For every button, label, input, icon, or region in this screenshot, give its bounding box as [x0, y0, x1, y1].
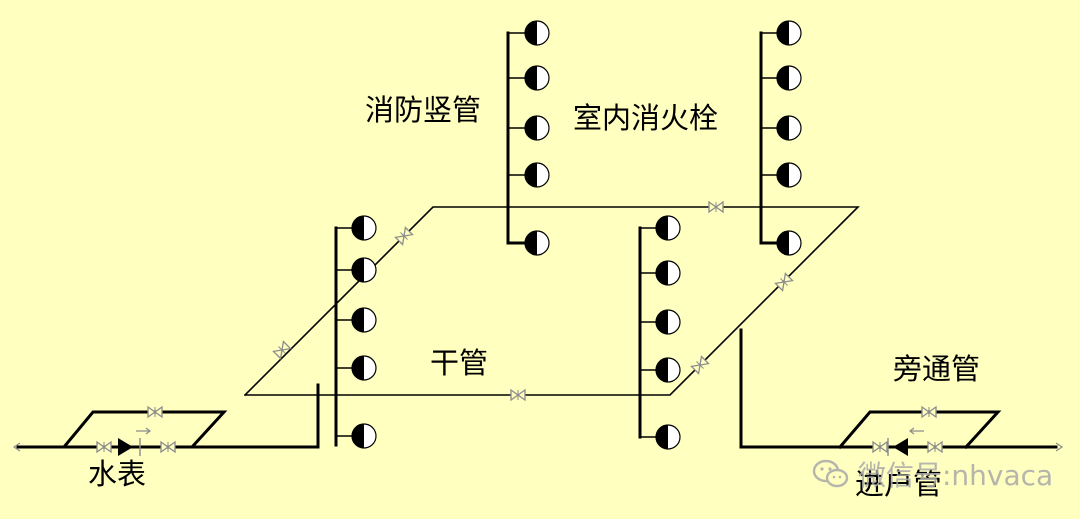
fire-hydrant-icon	[524, 230, 550, 256]
gate-valve-icon	[394, 226, 414, 246]
fire-hydrant-icon	[524, 115, 550, 141]
inlet-pipe-left	[16, 393, 320, 449]
watermark-text: 微信号:nhvaca	[858, 459, 1054, 492]
fire-hydrant-icon	[655, 309, 681, 335]
check-valve-icon	[893, 438, 908, 456]
pipe-end-icon	[1055, 442, 1064, 452]
bypass-pipe	[837, 410, 1002, 450]
fire-hydrant-icon	[351, 423, 377, 449]
meter-label: 水表	[88, 457, 147, 491]
fire-hydrant-icon	[524, 162, 550, 188]
gate-valve-icon	[272, 340, 292, 360]
fire-riser-pipe	[506, 31, 527, 245]
gate-valve-icon	[872, 440, 888, 454]
gate-valve-icon	[921, 405, 937, 419]
gate-valve-icon	[774, 272, 794, 292]
gate-valve-icon	[96, 440, 112, 454]
fire-hydrant-icon	[655, 357, 681, 383]
fire-hydrant-icon	[351, 215, 377, 241]
main-pipe-label: 干管	[430, 346, 489, 380]
fire-hydrant-icon	[776, 230, 802, 256]
fire-hydrant-icon	[524, 20, 550, 46]
fire-hydrant-icon	[776, 20, 802, 46]
fire-hydrant-icon	[776, 115, 802, 141]
wechat-icon	[812, 459, 849, 488]
gate-valve-icon	[708, 200, 724, 214]
inlet-label: 进户管	[855, 467, 943, 501]
fire-hydrant-icon	[655, 424, 681, 450]
fire-hydrant-icon	[655, 260, 681, 286]
fire-hydrant-icon	[351, 355, 377, 381]
gate-valve-icon	[510, 388, 526, 402]
flow-arrow-icon	[909, 427, 924, 435]
fire-hydrant-icon	[655, 215, 681, 241]
water-meter-icon	[118, 438, 133, 456]
fire-hydrant-icon	[776, 65, 802, 91]
bypass-label: 旁通管	[893, 352, 981, 386]
fire-hydrant-icon	[776, 162, 802, 188]
fire-riser-pipe	[759, 31, 780, 245]
pipe-end-icon	[12, 442, 21, 452]
inlet-pipe-right	[739, 328, 1058, 449]
fire-hydrant-icon	[524, 65, 550, 91]
gate-valve-icon	[147, 405, 163, 419]
flow-arrow-icon	[136, 427, 151, 435]
riser-label: 消防竖管	[365, 93, 482, 127]
fire-hydrant-icon	[351, 257, 377, 283]
gate-valve-icon	[927, 440, 943, 454]
watermark: 微信号:nhvaca	[812, 454, 1053, 494]
gate-valve-icon	[690, 355, 710, 375]
fire-hydrant-icon	[351, 307, 377, 333]
hydrant-label: 室内消火栓	[573, 101, 719, 135]
gate-valve-icon	[160, 440, 176, 454]
